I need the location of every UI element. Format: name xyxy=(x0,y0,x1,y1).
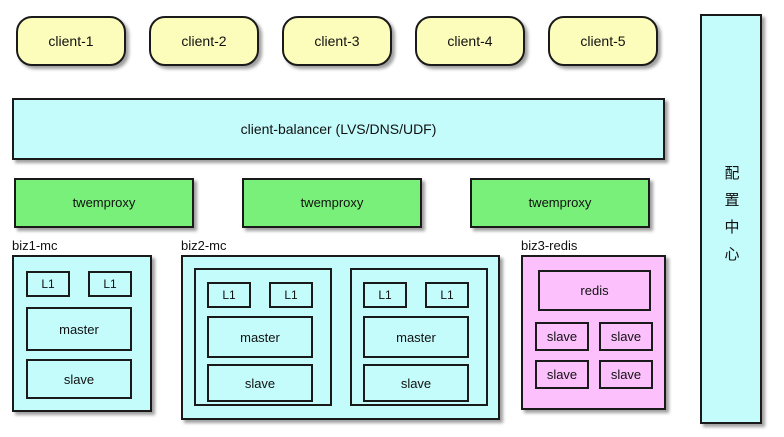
client-node-label: client-5 xyxy=(580,32,626,49)
shard-biz2-1[interactable]: L1 L1 master slave xyxy=(194,268,332,406)
cell-master[interactable]: master xyxy=(207,316,313,358)
client-balancer-label: client-balancer (LVS/DNS/UDF) xyxy=(240,120,437,137)
shard-biz2-2[interactable]: L1 L1 master slave xyxy=(350,268,488,406)
cell-slave[interactable]: slave xyxy=(207,364,313,402)
twemproxy-label: twemproxy xyxy=(528,194,592,210)
client-node-label: client-1 xyxy=(48,32,94,49)
cell-l1[interactable]: L1 xyxy=(425,282,469,308)
client-node-label: client-4 xyxy=(447,32,493,49)
cell-redis-primary[interactable]: redis xyxy=(538,270,651,311)
cell-l1[interactable]: L1 xyxy=(26,271,70,297)
cell-redis-slave[interactable]: slave xyxy=(599,322,653,351)
cell-redis-slave[interactable]: slave xyxy=(599,360,653,389)
cell-redis-slave[interactable]: slave xyxy=(535,360,589,389)
group-biz2-mc[interactable]: L1 L1 master slave L1 L1 master slave xyxy=(181,255,500,420)
twemproxy-node-1[interactable]: twemproxy xyxy=(14,178,194,228)
twemproxy-node-3[interactable]: twemproxy xyxy=(470,178,650,228)
client-node-2[interactable]: client-2 xyxy=(149,16,259,66)
twemproxy-label: twemproxy xyxy=(300,194,364,210)
client-node-label: client-2 xyxy=(181,32,227,49)
client-node-5[interactable]: client-5 xyxy=(548,16,658,66)
config-center-label: 配置中心 xyxy=(722,165,741,273)
client-node-3[interactable]: client-3 xyxy=(282,16,392,66)
client-balancer-node[interactable]: client-balancer (LVS/DNS/UDF) xyxy=(12,98,665,160)
group-label-biz1-mc: biz1-mc xyxy=(12,238,58,253)
cell-l1[interactable]: L1 xyxy=(363,282,407,308)
config-center-panel[interactable]: 配置中心 xyxy=(700,14,762,424)
client-node-4[interactable]: client-4 xyxy=(415,16,525,66)
group-label-biz2-mc: biz2-mc xyxy=(181,238,227,253)
cell-slave[interactable]: slave xyxy=(363,364,469,402)
group-biz1-mc[interactable]: L1 L1 master slave xyxy=(12,255,152,412)
cell-l1[interactable]: L1 xyxy=(88,271,132,297)
client-node-1[interactable]: client-1 xyxy=(16,16,126,66)
cell-master[interactable]: master xyxy=(26,307,132,351)
client-node-label: client-3 xyxy=(314,32,360,49)
cell-slave[interactable]: slave xyxy=(26,359,132,399)
group-biz3-redis[interactable]: redis slave slave slave slave xyxy=(521,255,666,410)
twemproxy-node-2[interactable]: twemproxy xyxy=(242,178,422,228)
cell-l1[interactable]: L1 xyxy=(207,282,251,308)
cell-l1[interactable]: L1 xyxy=(269,282,313,308)
cell-master[interactable]: master xyxy=(363,316,469,358)
group-label-biz3-redis: biz3-redis xyxy=(521,238,578,253)
twemproxy-label: twemproxy xyxy=(72,194,136,210)
cell-redis-slave[interactable]: slave xyxy=(535,322,589,351)
